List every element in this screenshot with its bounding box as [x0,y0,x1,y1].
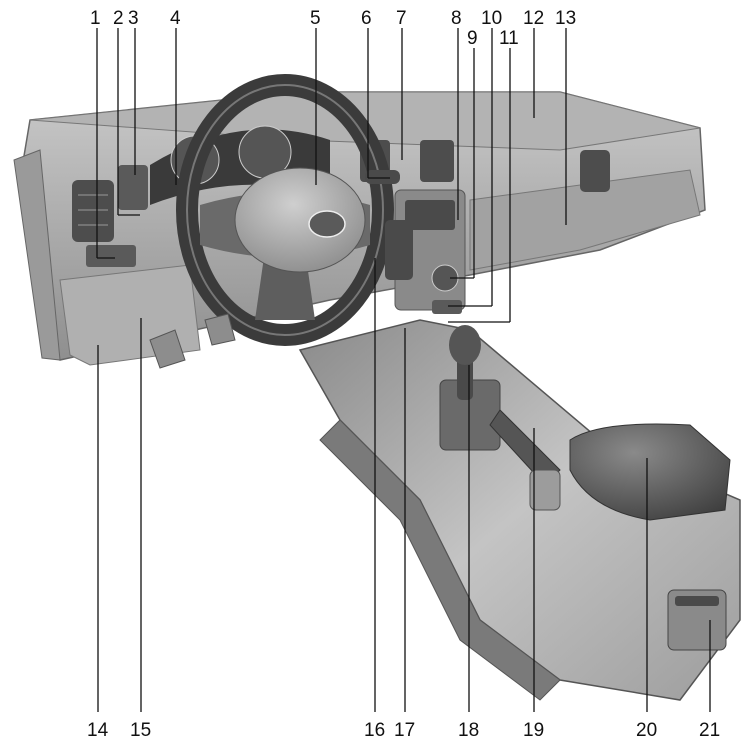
callout-14: 14 [87,720,109,741]
air-vent-left [72,180,114,242]
callout-7: 7 [396,8,407,29]
callout-21: 21 [699,720,720,741]
callouts-top: 1 2 3 4 5 6 7 8 9 10 11 12 13 [90,8,576,49]
callout-9: 9 [467,28,478,49]
callout-8: 8 [451,8,462,29]
callout-20: 20 [636,720,657,741]
callout-13: 13 [555,8,576,29]
callout-19: 19 [523,720,544,741]
callout-12: 12 [523,8,544,29]
steering-column [385,220,413,280]
air-vent-right [580,150,610,192]
callout-3: 3 [128,8,139,29]
callout-10: 10 [481,8,502,29]
callout-17: 17 [394,720,415,741]
callout-15: 15 [130,720,151,741]
callout-1: 1 [90,8,101,29]
callout-6: 6 [361,8,372,29]
rear-ashtray [668,590,726,650]
callout-5: 5 [310,8,321,29]
callouts-bottom: 14 15 16 17 18 19 20 21 [87,720,720,741]
multifunction-lever [365,170,400,184]
callout-18: 18 [458,720,479,741]
callout-16: 16 [364,720,385,741]
callout-4: 4 [170,8,181,29]
callout-2: 2 [113,8,124,29]
callout-11: 11 [499,28,519,49]
